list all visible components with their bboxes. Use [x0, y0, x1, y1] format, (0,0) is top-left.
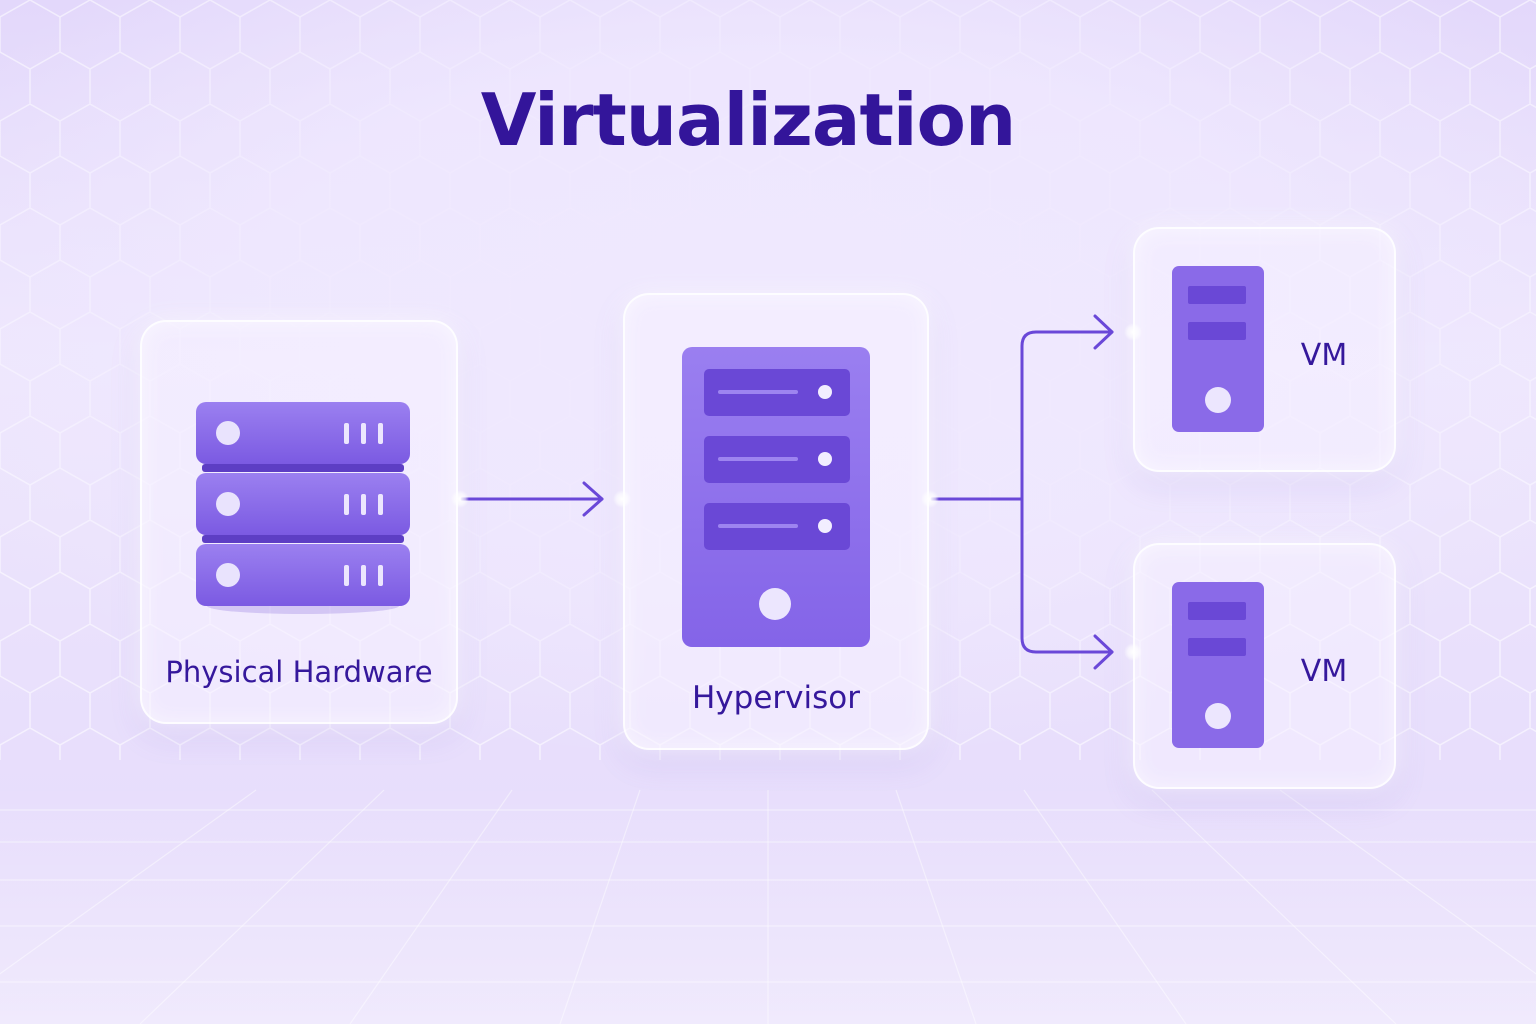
physical-hardware-label: Physical Hardware	[165, 655, 433, 689]
computer-tower-icon	[1172, 582, 1264, 748]
server-tower-icon	[682, 347, 870, 647]
server-rack-icon	[196, 402, 410, 614]
vm-label-top: VM	[1300, 338, 1348, 373]
hypervisor-label: Hypervisor	[692, 680, 860, 716]
vm-label-bottom: VM	[1300, 654, 1348, 689]
diagram-title: Virtualization	[480, 78, 1017, 162]
computer-tower-icon	[1172, 266, 1264, 432]
